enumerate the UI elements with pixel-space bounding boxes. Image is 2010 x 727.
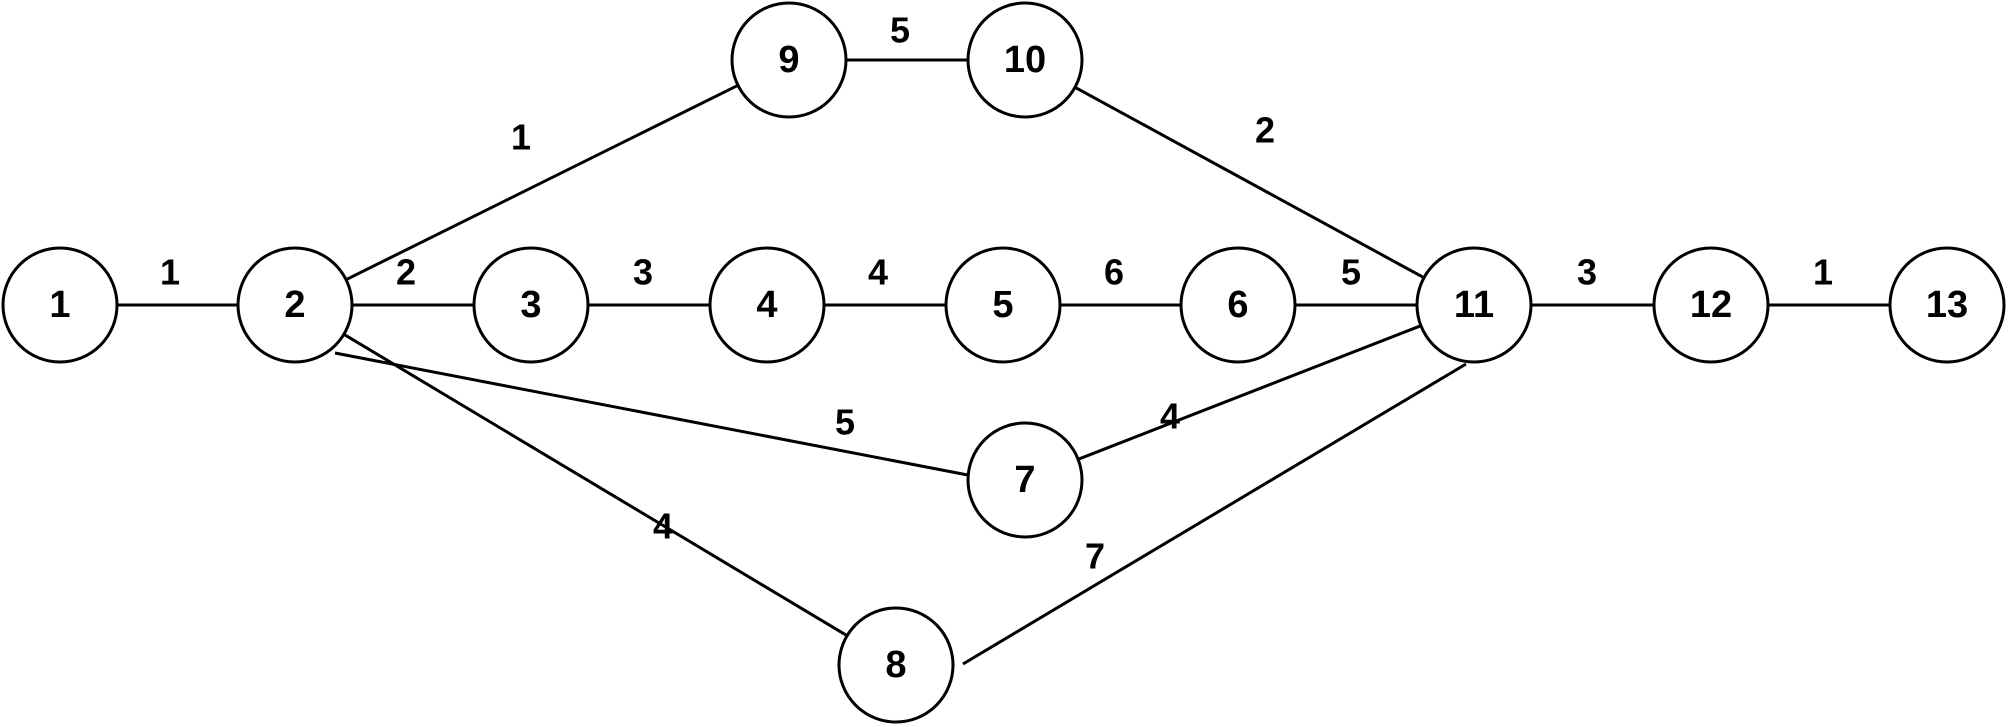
node-label-3: 3 bbox=[520, 284, 541, 326]
edge-8-11 bbox=[962, 362, 1467, 666]
node-9: 9 bbox=[730, 1, 848, 119]
node-circle-12 bbox=[1652, 246, 1770, 364]
node-13: 13 bbox=[1888, 246, 2006, 364]
node-circle-5 bbox=[944, 246, 1062, 364]
node-circle-2 bbox=[236, 246, 354, 364]
edge-weight-12-13: 1 bbox=[1813, 252, 1833, 293]
node-circle-9 bbox=[730, 1, 848, 119]
node-label-9: 9 bbox=[778, 39, 799, 81]
edge-10-11 bbox=[1074, 85, 1425, 280]
edge-weight-2-8: 4 bbox=[653, 506, 673, 547]
node-2: 2 bbox=[236, 246, 354, 364]
node-circle-6 bbox=[1179, 246, 1297, 364]
node-11: 11 bbox=[1415, 246, 1533, 364]
node-4: 4 bbox=[708, 246, 826, 364]
node-label-1: 1 bbox=[49, 284, 70, 326]
edge-weight-8-11: 7 bbox=[1085, 536, 1105, 577]
node-circle-13 bbox=[1888, 246, 2006, 364]
edge-weight-9-10: 5 bbox=[890, 10, 910, 51]
edge-weight-2-3: 2 bbox=[396, 252, 416, 293]
node-label-11: 11 bbox=[1454, 284, 1494, 326]
edge-weight-2-7: 5 bbox=[835, 402, 855, 443]
node-label-4: 4 bbox=[756, 284, 777, 326]
node-8: 8 bbox=[837, 606, 955, 724]
node-circle-8 bbox=[837, 606, 955, 724]
edge-2-8 bbox=[343, 333, 848, 637]
edge-weight-2-9: 1 bbox=[511, 117, 531, 158]
edge-2-7 bbox=[334, 351, 974, 478]
node-label-8: 8 bbox=[885, 644, 906, 686]
node-label-13: 13 bbox=[1926, 284, 1968, 326]
node-label-12: 12 bbox=[1690, 284, 1732, 326]
node-label-5: 5 bbox=[992, 284, 1013, 326]
node-circle-7 bbox=[966, 421, 1084, 539]
node-10: 10 bbox=[966, 1, 1084, 119]
node-3: 3 bbox=[472, 246, 590, 364]
node-circle-4 bbox=[708, 246, 826, 364]
edge-7-11 bbox=[1077, 324, 1422, 461]
edge-weight-10-11: 2 bbox=[1255, 110, 1275, 151]
node-circle-11 bbox=[1415, 246, 1533, 364]
edge-weight-1-2: 1 bbox=[160, 252, 180, 293]
node-label-7: 7 bbox=[1014, 459, 1035, 501]
edge-weight-7-11: 4 bbox=[1160, 396, 1180, 437]
node-12: 12 bbox=[1652, 246, 1770, 364]
node-circle-3 bbox=[472, 246, 590, 364]
edge-weight-11-12: 3 bbox=[1577, 252, 1597, 293]
node-circle-10 bbox=[966, 1, 1084, 119]
edge-weight-5-6: 6 bbox=[1104, 252, 1124, 293]
edge-layer bbox=[117, 58, 1890, 666]
node-label-10: 10 bbox=[1004, 39, 1046, 81]
edge-weight-4-5: 4 bbox=[868, 252, 888, 293]
node-5: 5 bbox=[944, 246, 1062, 364]
node-label-2: 2 bbox=[284, 284, 305, 326]
edge-weight-6-11: 5 bbox=[1341, 252, 1361, 293]
node-7: 7 bbox=[966, 421, 1084, 539]
node-circle-1 bbox=[1, 246, 119, 364]
node-label-6: 6 bbox=[1227, 284, 1248, 326]
node-6: 6 bbox=[1179, 246, 1297, 364]
node-1: 1 bbox=[1, 246, 119, 364]
edge-2-9 bbox=[345, 83, 739, 282]
edge-weight-3-4: 3 bbox=[633, 252, 653, 293]
